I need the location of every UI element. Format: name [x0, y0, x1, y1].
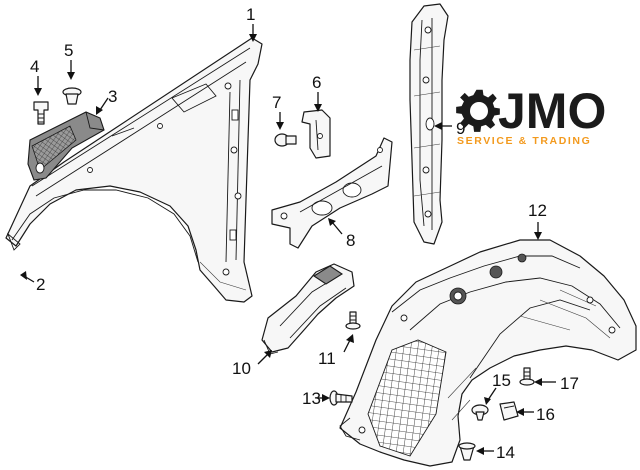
callout-4: 4: [30, 57, 39, 76]
splash-shield-part: [261, 263, 355, 355]
callout-7: 7: [272, 93, 281, 112]
callout-16: 16: [536, 405, 555, 424]
fender-part: [5, 37, 263, 303]
callout-15: 15: [492, 371, 511, 390]
callout-11: 11: [318, 349, 336, 368]
callout-5: 5: [64, 41, 73, 60]
bracket-block-part: [27, 111, 105, 181]
callout-17: 17: [560, 374, 579, 393]
logo-tagline: SERVICE & TRADING: [457, 135, 591, 147]
callout-10: 10: [232, 359, 251, 378]
callout-9: 9: [456, 119, 465, 138]
callout-8: 8: [346, 231, 355, 250]
jmo-logo: JMO SERVICE & TRADING: [456, 83, 606, 147]
bolt-4-part: [33, 101, 49, 125]
screw-13-part: [329, 390, 353, 406]
callout-12: 12: [528, 201, 547, 220]
leader-lines: [20, 24, 556, 455]
callout-13: 13: [302, 389, 321, 408]
callout-2: 2: [36, 275, 45, 294]
trim-strip-part: [409, 3, 449, 245]
stud-11-part: [345, 311, 361, 330]
callout-numbers: 1 2 3 4 5 6 7 8 9 10 11 12 13 14 15 16 1…: [30, 5, 579, 462]
callout-1: 1: [246, 5, 255, 24]
retainer-16-part: [499, 401, 519, 421]
pin-15-part: [471, 404, 489, 421]
support-bracket-part: [271, 137, 393, 249]
bolt-17-part: [519, 367, 535, 386]
callout-14: 14: [496, 443, 515, 462]
callout-6: 6: [312, 73, 321, 92]
logo-wordmark: JMO: [498, 83, 606, 139]
clip-5-part: [62, 87, 82, 105]
callout-3: 3: [108, 87, 117, 106]
gear-icon: [456, 89, 500, 132]
clip-14-part: [458, 442, 476, 461]
bracket-6-part: [301, 109, 331, 159]
screw-7-part: [274, 133, 297, 147]
wheel-liner-part: [339, 239, 637, 467]
